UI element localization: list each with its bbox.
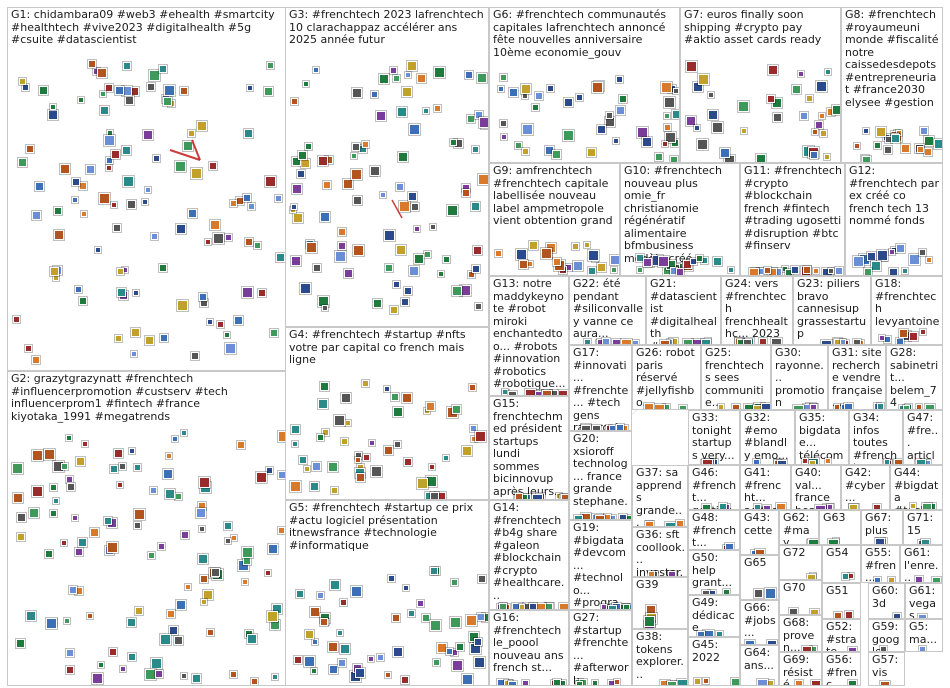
highlight-edge (170, 150, 200, 160)
highlight-edge (392, 200, 402, 218)
